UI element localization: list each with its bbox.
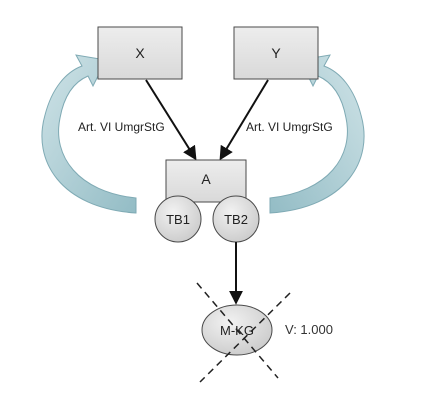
edge-x-to-a <box>145 79 197 161</box>
node-tb1: TB1 <box>154 195 202 243</box>
node-y-label: Y <box>271 45 281 61</box>
node-a-label: A <box>201 171 211 187</box>
node-x-label: X <box>135 45 145 61</box>
edge-y-to-a-label: Art. VI UmgrStG <box>246 120 333 134</box>
left-curved-arrow-icon <box>41 54 137 214</box>
dashed-x-cross-icon <box>196 282 291 383</box>
edge-x-to-a-label: Art. VI UmgrStG <box>78 120 165 134</box>
node-tb2: TB2 <box>212 195 260 243</box>
right-curved-arrow-icon <box>269 54 365 214</box>
node-mkg-value: V: 1.000 <box>285 322 333 337</box>
node-tb2-label: TB2 <box>224 212 248 227</box>
node-y: Y <box>233 26 319 80</box>
node-a: A <box>165 159 247 203</box>
edge-y-to-a <box>219 79 269 161</box>
node-tb1-label: TB1 <box>166 212 190 227</box>
node-x: X <box>97 26 183 80</box>
